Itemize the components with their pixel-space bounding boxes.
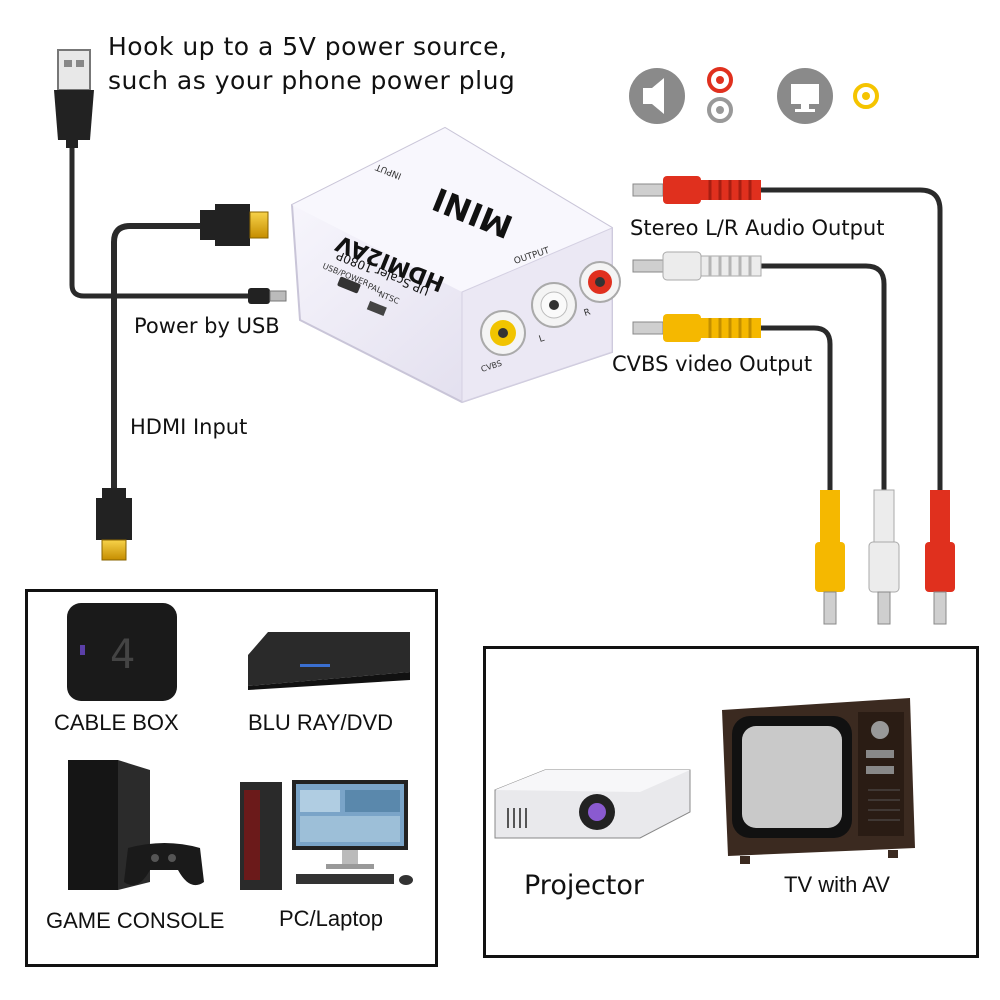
audio-output-label: Stereo L/R Audio Output [630, 216, 885, 240]
audio-jacks-icon [707, 67, 733, 123]
rca-plug-yellow-vertical [815, 490, 845, 625]
rca-jack-right [579, 261, 621, 303]
rca-plug-white-vertical [868, 489, 900, 625]
video-output-label: CVBS video Output [612, 352, 813, 376]
monitor-icon [777, 68, 833, 124]
rca-plug-red-vertical [925, 490, 955, 625]
pal-ntsc-switch [366, 300, 387, 317]
output-label-projector: Projector [524, 870, 644, 901]
usb-port [337, 276, 361, 294]
source-label-blu-ray: BLU RAY/DVD [248, 710, 394, 735]
power-note-line2: such as your phone power plug [108, 66, 516, 95]
hdmi-plug-vertical-icon [96, 488, 132, 561]
source-devices-panel [25, 589, 438, 967]
adapter-l-label: L [538, 334, 546, 345]
speaker-icon [629, 68, 685, 124]
svg-text:4: 4 [110, 632, 135, 678]
usb-plug-icon [54, 49, 94, 148]
pc-laptop-image [240, 780, 413, 890]
hdmi-plug-icon [200, 204, 269, 246]
blu-ray-player-image [248, 632, 410, 690]
source-label-game-console: GAME CONSOLE [46, 908, 225, 933]
cable-box-image: 4 [67, 603, 177, 701]
micro-usb-plug-icon [248, 288, 287, 304]
source-label-pc-laptop: PC/Laptop [279, 906, 383, 931]
rca-plug-yellow-horizontal [632, 314, 761, 342]
hdmi2av-adapter: MINI HDMI2AV UP Scaler 1080P INPUT OUTPU… [290, 126, 621, 404]
usb-power-cable [69, 142, 253, 299]
video-jack-icon [853, 83, 879, 109]
rca-plug-white-horizontal [632, 251, 762, 281]
game-console-image [68, 760, 204, 890]
rca-cable-wires [760, 187, 943, 492]
source-label-cable-box: CABLE BOX [54, 710, 179, 735]
rca-plug-red-horizontal [632, 176, 761, 204]
power-note-line1: Hook up to a 5V power source, [108, 32, 508, 61]
hdmi-input-label: HDMI Input [130, 415, 248, 439]
power-usb-label: Power by USB [134, 314, 280, 338]
rca-jack-left [531, 282, 577, 328]
tv-image [722, 698, 915, 864]
hdmi-input-cable [111, 223, 208, 493]
output-devices-panel [483, 646, 979, 958]
output-label-tv: TV with AV [784, 872, 890, 897]
rca-jack-cvbs [480, 310, 526, 356]
projector-image [494, 769, 691, 839]
adapter-r-label: R [583, 307, 592, 318]
